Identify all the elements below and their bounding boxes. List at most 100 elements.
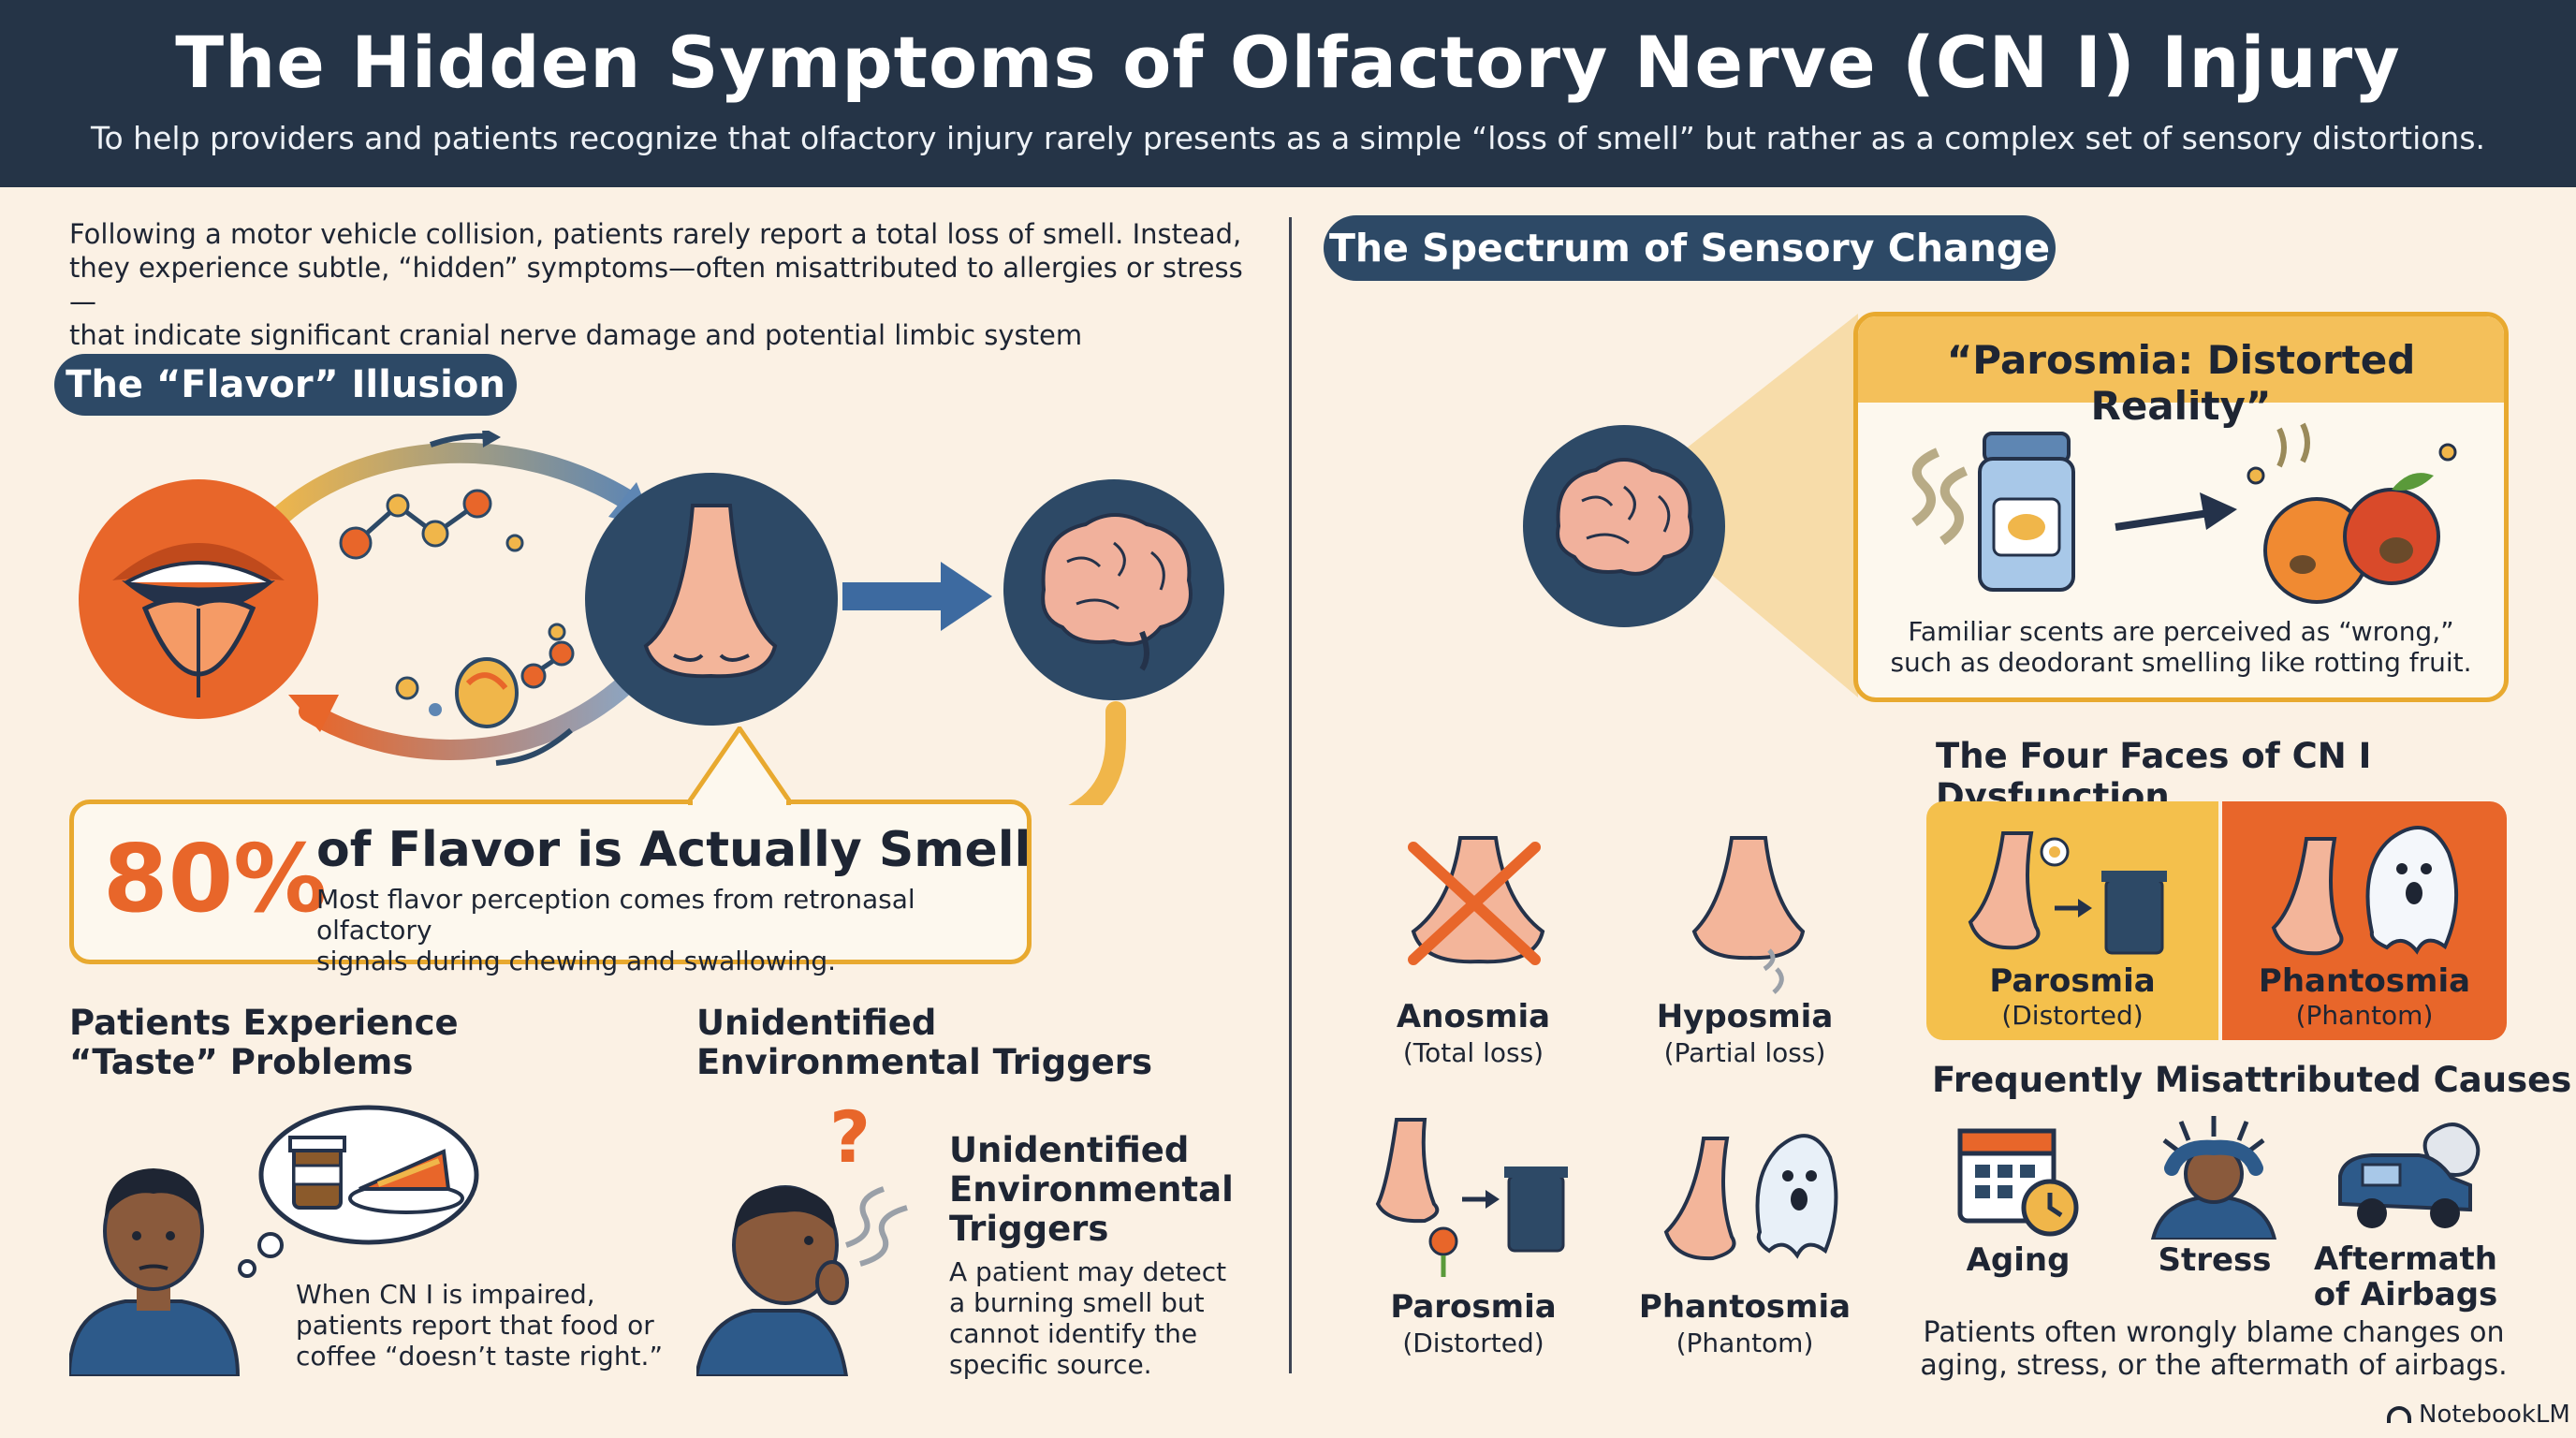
smoke-icon [844, 1186, 908, 1267]
face-anosmia-sub: (Total loss) [1402, 1037, 1544, 1068]
taste-desc-line-2: patients report that food or [296, 1310, 654, 1341]
face-phantosmia-label: Phantosmia [1638, 1288, 1852, 1326]
face-anosmia-label: Anosmia [1396, 998, 1551, 1035]
thought-bubble-icon [238, 1105, 479, 1278]
patient-sniffing-illustration [696, 1185, 908, 1376]
cause-aging-text: Aging [1966, 1241, 2071, 1279]
page-title: The Hidden Symptoms of Olfactory Nerve (… [175, 21, 2401, 104]
header-bar [0, 0, 2576, 187]
parosmia-title-bar [1858, 316, 2504, 403]
triggers-subheading: Unidentified Environmental Triggers [949, 1131, 1234, 1249]
odor-wave-icon [1911, 448, 1969, 546]
stat-value: 80% [103, 824, 328, 933]
card-parosmia-sub: (Distorted) [2001, 1000, 2144, 1031]
stat-desc-line-1: Most flavor perception comes from retron… [316, 884, 915, 946]
flavor-illusion-pill: The “Flavor” Illusion [54, 354, 517, 416]
causes-desc-line-2: aging, stress, or the aftermath of airba… [1920, 1349, 2508, 1382]
face-parosmia-sub: (Distorted) [1402, 1328, 1544, 1358]
phantosmia-card-icon [2271, 826, 2459, 956]
intro-line-2: they experience subtle, “hidden” symptom… [69, 252, 1243, 317]
stat-description: Most flavor perception comes from retron… [316, 884, 1028, 976]
triggers-desc-line-1: A patient may detect [949, 1256, 1227, 1287]
cause-airbags-label: Aftermath of Airbags [2312, 1241, 2499, 1313]
cause-stress-text: Stress [2158, 1241, 2272, 1279]
parosmia-illustration [1911, 422, 2457, 604]
cause-airbags-line-1: Aftermath [2313, 1240, 2497, 1278]
brand-name: NotebookLM [2419, 1401, 2570, 1429]
cause-stress-label: Stress [2121, 1241, 2308, 1279]
connector-line [1068, 701, 1126, 805]
card-phantosmia-sub: (Phantom) [2295, 1000, 2434, 1031]
page-subtitle: To help providers and patients recognize… [90, 120, 2486, 156]
parosmia-card-icon [1968, 831, 2167, 955]
triggers-heading: Unidentified Environmental Triggers [696, 1004, 1152, 1082]
parosmia-desc-line-1: Familiar scents are perceived as “wrong,… [1908, 616, 2454, 647]
phantosmia-card [2222, 801, 2507, 1040]
calendar-clock-icon [1957, 1128, 2079, 1237]
triggers-heading-line-2: Environmental Triggers [696, 1042, 1153, 1082]
causes-title: Frequently Misattributed Causes [1932, 1060, 2572, 1100]
car-airbag-icon [2338, 1123, 2481, 1228]
taste-heading-line-2: “Taste” Problems [69, 1042, 414, 1082]
hyposmia-icon [1691, 836, 1806, 994]
stat-heading: of Flavor is Actually Smell [316, 822, 1032, 878]
parosmia-trash-icon [1375, 1118, 1568, 1277]
anosmia-icon [1408, 836, 1545, 965]
brain-focus-illustration [1523, 314, 1858, 697]
triggers-desc-line-2: a burning smell but [949, 1287, 1205, 1318]
brand-footer: NotebookLM [2387, 1401, 2570, 1429]
face-phantosmia-sub: (Phantom) [1676, 1328, 1814, 1358]
causes-description: Patients often wrongly blame changes on … [1910, 1316, 2518, 1382]
molecule-icon [339, 489, 524, 560]
triggers-desc-line-3: cannot identify the [949, 1318, 1198, 1349]
taste-description: When CN I is impaired, patients report t… [296, 1279, 663, 1372]
parosmia-desc-line-2: such as deodorant smelling like rotting … [1890, 647, 2472, 678]
brain-icon [1523, 425, 1725, 627]
question-mark-icon: ? [829, 1095, 871, 1179]
face-hyposmia-sub: (Partial loss) [1663, 1037, 1826, 1068]
parosmia-description: Familiar scents are perceived as “wrong,… [1858, 616, 2504, 678]
patient-avatar [696, 1185, 849, 1376]
triggers-desc-line-4: specific source. [949, 1349, 1152, 1380]
patient-thinking-illustration [69, 1105, 479, 1376]
retronasal-arc-bottom [288, 664, 647, 766]
callout-pointer [688, 726, 791, 805]
patient-avatar [69, 1168, 241, 1376]
taste-heading-line-1: Patients Experience [69, 1003, 459, 1043]
parosmia-title: “Parosmia: Distorted Reality” [1946, 337, 2416, 429]
mouth-tongue-icon [79, 479, 318, 719]
causes-desc-line-1: Patients often wrongly blame changes on [1923, 1316, 2505, 1349]
flavor-stat-box [69, 800, 1032, 964]
parosmia-callout-box: “Parosmia: Distorted Reality” Famil [1853, 312, 2509, 702]
rotten-fruit-icon [2247, 422, 2457, 604]
triggers-heading-line-1: Unidentified [696, 1003, 937, 1043]
brain-icon [1003, 479, 1224, 700]
taste-heading: Patients Experience “Taste” Problems [69, 1004, 459, 1082]
arrow-right-icon [2115, 492, 2237, 531]
nose-icon [585, 473, 838, 726]
notebooklm-logo-icon [2387, 1406, 2411, 1423]
triggers-description: A patient may detect a burning smell but… [949, 1256, 1226, 1380]
face-parosmia-label: Parosmia [1390, 1288, 1557, 1326]
face-hyposmia-label: Hyposmia [1656, 998, 1834, 1035]
food-molecule-icon [395, 623, 575, 728]
stat-desc-line-2: signals during chewing and swallowing. [316, 946, 837, 976]
triggers-sub-line-3: Triggers [949, 1209, 1109, 1249]
card-phantosmia-label: Phantosmia [2258, 962, 2471, 1000]
card-parosmia-label: Parosmia [1989, 962, 2156, 1000]
triggers-sub-line-2: Environmental [949, 1169, 1234, 1210]
focus-beam [1685, 314, 1858, 697]
cause-airbags-line-2: of Airbags [2313, 1276, 2498, 1313]
taste-desc-line-1: When CN I is impaired, [296, 1279, 595, 1310]
taste-desc-line-3: coffee “doesn’t taste right.” [296, 1341, 663, 1372]
arrow-right-icon [842, 562, 992, 631]
deodorant-icon [1978, 432, 2075, 592]
triggers-sub-line-1: Unidentified [949, 1130, 1190, 1170]
phantosmia-ghost-icon [1663, 1134, 1838, 1261]
stressed-person-icon [2150, 1116, 2277, 1240]
spectrum-pill: The Spectrum of Sensory Change [1324, 215, 2056, 281]
cause-aging-label: Aging [1925, 1241, 2112, 1279]
column-divider [1289, 217, 1292, 1373]
flavor-diagram [79, 431, 1224, 805]
intro-line-1: Following a motor vehicle collision, pat… [69, 218, 1242, 250]
